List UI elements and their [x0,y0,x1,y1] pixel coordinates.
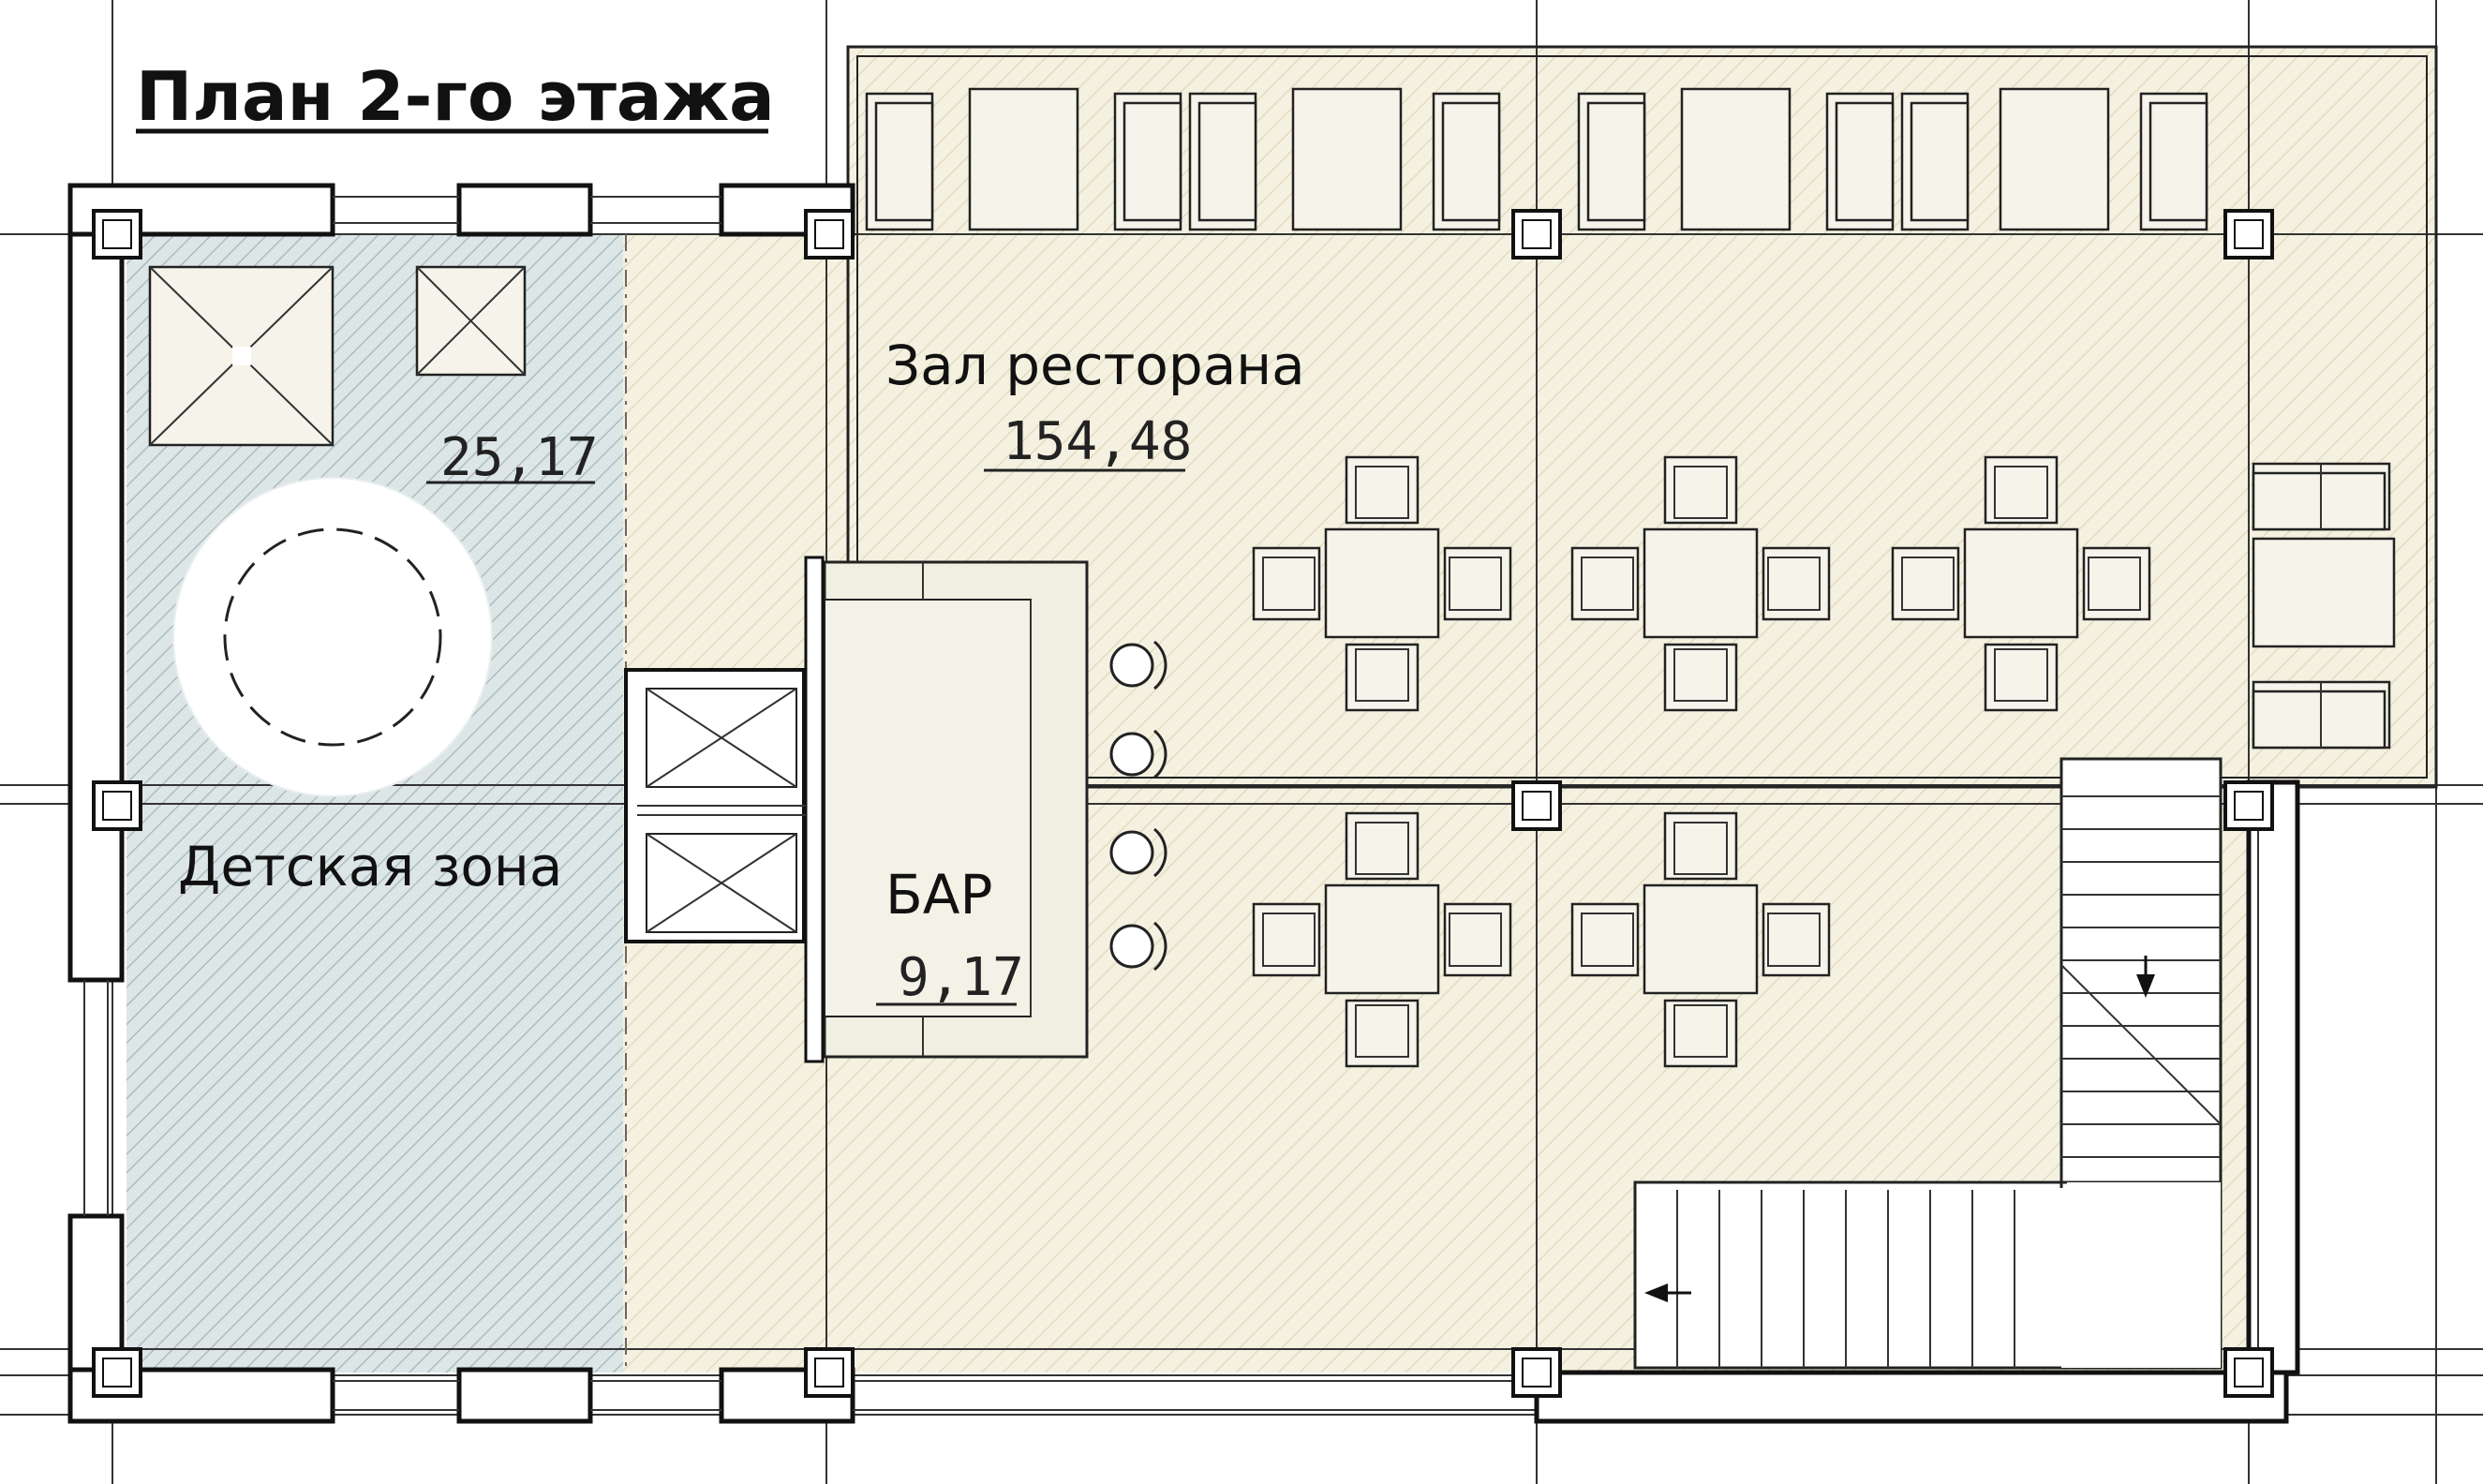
hall-room-area: 154,48 [1003,411,1192,472]
table-4 [1252,811,1512,1068]
table-3 [1891,455,2151,712]
play-area-circle [172,477,493,797]
columns [92,209,2274,1398]
table-1 [1252,455,1512,712]
bar-counter [804,556,1167,1063]
dining-tables [1252,455,2151,1068]
stair-arrow-left [1644,1284,1668,1302]
bar-room-name: БАР [885,863,992,927]
lift-shafts [624,668,806,943]
stair-arrow-down [2136,974,2155,998]
terrace-seating [865,87,2396,749]
kids-furniture [148,265,527,797]
terrace-border [846,45,2438,789]
hall-room-name: Зал ресторана [885,334,1305,397]
table-5 [1570,811,1831,1068]
page-title: План 2-го этажа [136,57,775,136]
kids-room-area: 25,17 [440,427,599,488]
table-2 [1570,455,1831,712]
bar-room-area: 9,17 [898,947,1024,1008]
bar-stools [1109,640,1167,972]
staircase [1633,757,2223,1370]
kids-room-name: Детская зона [178,835,562,898]
